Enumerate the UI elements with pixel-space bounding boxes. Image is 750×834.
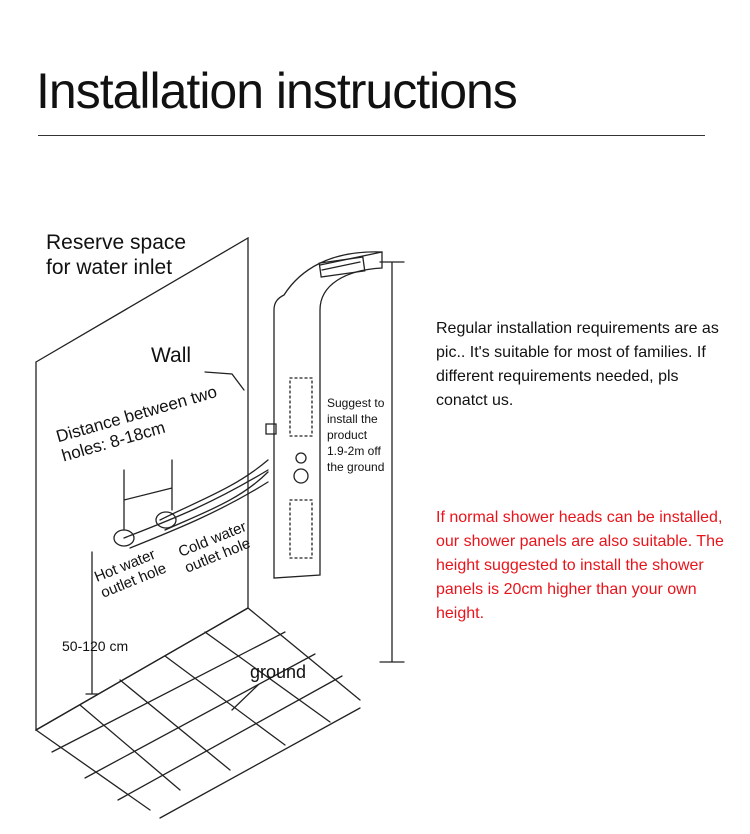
ground-label: ground	[250, 662, 307, 682]
title-divider	[38, 135, 705, 136]
diverter-knob	[293, 468, 309, 484]
suggest-height-label: Suggest to install the product 1.9-2m of…	[327, 396, 385, 474]
wall-label: Wall	[151, 344, 192, 367]
control-knob	[295, 452, 307, 464]
distance-dim	[123, 459, 173, 531]
height-warning-note: If normal shower heads can be installed,…	[436, 509, 724, 622]
page-title: Installation instructions	[36, 63, 518, 119]
pipes	[123, 459, 269, 549]
outlet-height-label: 50-120 cm	[62, 638, 129, 654]
floor-tiles	[35, 607, 361, 819]
panel-height-dim	[379, 261, 405, 663]
reserve-space-label: Reserve space for water inlet	[46, 231, 187, 279]
rain-head	[318, 256, 366, 278]
cold-water-fitting	[155, 511, 177, 529]
wall-leader	[204, 371, 245, 391]
regular-requirements-note: Regular installation requirements are as…	[436, 320, 719, 409]
floor-edge	[35, 607, 249, 731]
wall-outline	[35, 236, 249, 732]
jet-array-bottom	[289, 499, 313, 559]
ground-leader	[231, 684, 259, 711]
jet-array-top	[289, 377, 313, 437]
